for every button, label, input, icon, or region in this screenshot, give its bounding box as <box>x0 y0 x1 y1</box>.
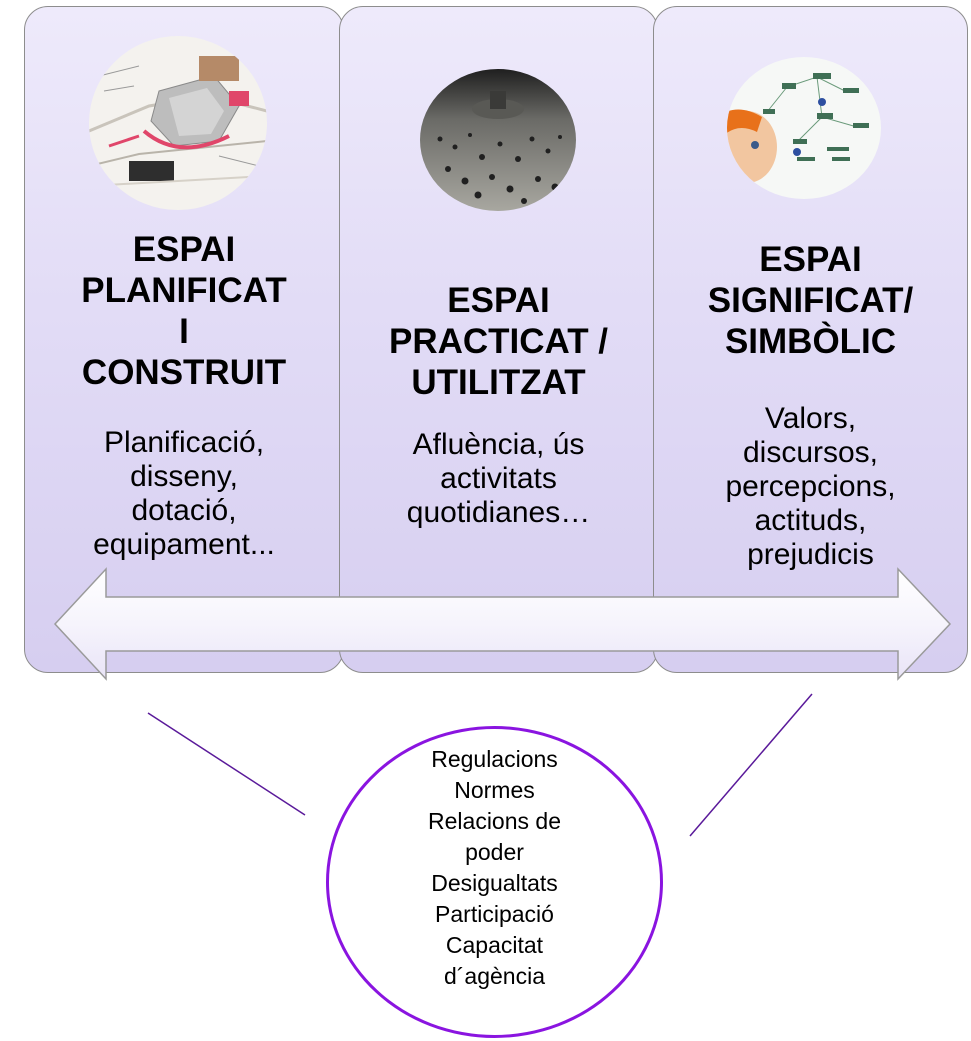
column-symbolic-space: ESPAI SIGNIFICAT/ SIMBÒLIC Valors, discu… <box>653 6 968 673</box>
column-planned-space: ESPAI PLANIFICAT I CONSTRUIT Planificaci… <box>24 6 344 673</box>
mind-map-person-icon <box>727 57 881 199</box>
column-description: Afluència, ús activitats quotidianes… <box>406 428 591 529</box>
column-description: Planificació, disseny, dotació, equipame… <box>93 426 275 561</box>
column-title: ESPAI PLANIFICAT I CONSTRUIT <box>81 230 287 392</box>
urban-plan-map-icon <box>89 36 267 210</box>
mind-map-image <box>727 57 881 199</box>
crowded-square-image <box>420 69 576 211</box>
circle-line: Relacions de <box>428 808 561 834</box>
circle-line: Capacitat <box>445 932 544 958</box>
right-connector-line <box>689 693 813 837</box>
circle-line: poder <box>465 839 524 865</box>
circle-line: Normes <box>454 777 535 803</box>
left-connector-line <box>147 712 306 816</box>
column-practiced-space: ESPAI PRACTICAT / UTILITZAT Afluència, ú… <box>339 6 658 673</box>
circle-line: Regulacions <box>431 746 558 772</box>
column-title: ESPAI SIGNIFICAT/ SIMBÒLIC <box>707 240 914 361</box>
column-title: ESPAI PRACTICAT / UTILITZAT <box>388 281 609 402</box>
circle-line: Participació <box>435 901 554 927</box>
column-description: Valors, discursos, percepcions, actituds… <box>725 402 896 571</box>
crowded-square-icon <box>420 69 576 211</box>
urban-plan-image <box>89 36 267 210</box>
circle-line: d´agència <box>443 963 546 989</box>
circle-line: Desigualtats <box>431 870 558 896</box>
power-relations-circle: Regulacions Normes Relacions de poder De… <box>326 726 663 1038</box>
